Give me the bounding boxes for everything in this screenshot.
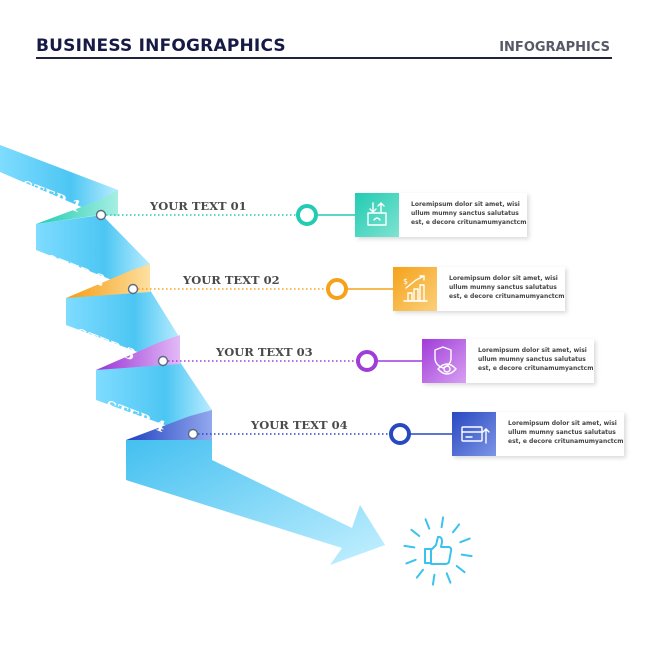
burst-ray — [410, 528, 421, 538]
step-desc-line-2-3: est, e decore critunamumyanctcm — [449, 293, 564, 300]
step-desc-line-3-3: est, e decore critunamumyanctcm — [478, 365, 593, 372]
step-title-2: YOUR TEXT 02 — [182, 273, 280, 287]
burst-ray — [424, 518, 431, 530]
step-desc-line-4-3: est, e decore critunamumyanctcm — [508, 438, 623, 445]
step-desc-line-1-3: est, e decore critunamumyanctcm — [411, 219, 526, 226]
burst-ray — [403, 544, 416, 549]
page-title: BUSINESS INFOGRAPHICS — [36, 36, 286, 56]
step-title-3: YOUR TEXT 03 — [215, 345, 313, 359]
burst-ray — [451, 523, 461, 534]
step-desc-line-4-1: Loremipsum dolor sit amet, wisi — [508, 420, 617, 427]
card-upload-icon — [461, 426, 490, 444]
ribbon-band-1 — [0, 145, 118, 215]
security-eye-icon — [434, 346, 457, 375]
step-card-1: Loremipsum dolor sit amet, wisi ullum mum… — [355, 193, 527, 237]
connector-ring-2 — [326, 278, 348, 300]
step-icon-tile-1 — [355, 193, 399, 237]
burst-ray — [455, 564, 466, 574]
connector-ring-3 — [356, 350, 378, 372]
ribbon-arrow — [126, 440, 385, 565]
step-icon-tile-4 — [452, 412, 496, 456]
growth-chart-icon: $ — [403, 275, 428, 302]
step-title-4: YOUR TEXT 04 — [250, 418, 348, 432]
header-divider — [36, 57, 612, 59]
step-desc-line-2-2: ullum mumny sanctus salutatus — [449, 284, 557, 291]
connector-dot-3 — [157, 355, 169, 367]
step-desc-line-3-1: Loremipsum dolor sit amet, wisi — [478, 347, 587, 354]
step-desc-line-2-1: Loremipsum dolor sit amet, wisi — [449, 275, 558, 282]
step-ribbon — [0, 145, 385, 565]
burst-ray — [431, 573, 436, 586]
step-desc-line-3-2: ullum mumny sanctus salutatus — [478, 356, 586, 363]
step-desc-line-1-1: Loremipsum dolor sit amet, wisi — [411, 201, 520, 208]
svg-text:$: $ — [403, 277, 408, 286]
burst-ray — [460, 553, 473, 558]
step-row-2: YOUR TEXT 02 $ Loremipsum dolor sit amet, … — [127, 267, 565, 311]
step-card-3: Loremipsum dolor sit amet, wisi ullum mum… — [422, 339, 594, 383]
finance-transfer-icon — [367, 202, 387, 226]
burst-ray — [440, 516, 445, 529]
connector-dot-2 — [127, 283, 139, 295]
ribbon-fold-1 — [36, 190, 118, 224]
connector-dot-1 — [95, 209, 107, 221]
step-row-3: YOUR TEXT 03 Loremipsum dolor sit amet, w… — [157, 339, 594, 383]
step-desc-line-4-2: ullum mumny sanctus salutatus — [508, 429, 616, 436]
step-row-1: YOUR TEXT 01 Loremipsum dolor sit amet, w… — [95, 193, 527, 237]
connector-dot-4 — [187, 428, 199, 440]
step-card-2: $ Loremipsum dolor sit amet, wisi ullum mu… — [393, 267, 565, 311]
connector-ring-1 — [296, 204, 318, 226]
thumbs-up-icon — [424, 535, 453, 565]
goal-badge — [403, 516, 473, 586]
step-title-1: YOUR TEXT 01 — [149, 199, 247, 213]
step-card-4: Loremipsum dolor sit amet, wisi ullum mum… — [452, 412, 624, 456]
step-icon-tile-3 — [422, 339, 466, 383]
burst-ray — [415, 568, 425, 579]
header-label: INFOGRAPHICS — [499, 40, 610, 55]
burst-ray — [459, 537, 471, 544]
step-row-4: YOUR TEXT 04 Loremipsum dolor sit amet, w… — [187, 412, 624, 456]
connector-ring-4 — [389, 423, 411, 445]
step-desc-line-1-2: ullum mumny sanctus salutatus — [411, 210, 519, 217]
burst-ray — [445, 572, 452, 584]
burst-ray — [405, 558, 417, 565]
